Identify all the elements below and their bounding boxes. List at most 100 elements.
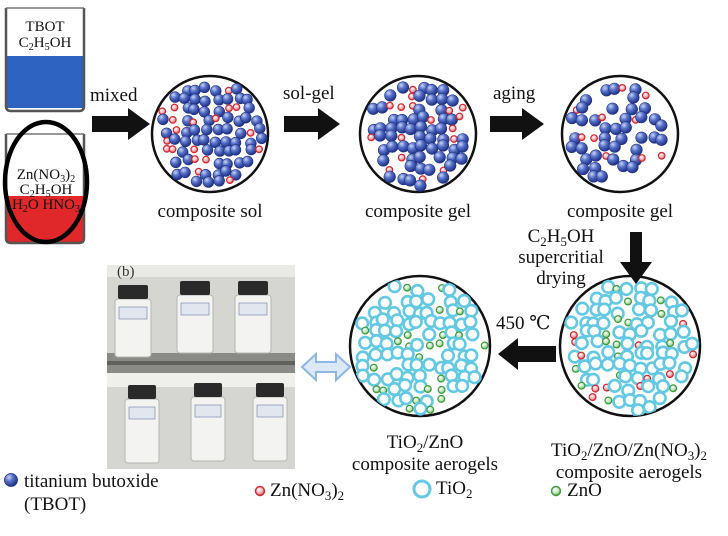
tio2-particle [674, 369, 689, 384]
zn-particle [641, 91, 650, 100]
tbot-particle [235, 127, 247, 140]
tbot-particle [396, 81, 410, 94]
tio2-particle [575, 301, 590, 316]
tio2-particle [663, 314, 679, 329]
highlight-ellipse [2, 119, 90, 245]
tio2-particle [620, 336, 635, 351]
zno-particle [403, 283, 412, 292]
tio2-particle [608, 290, 624, 305]
caption-final-aerogel: TiO2/ZnO composite aerogels [340, 432, 510, 476]
tio2-particle [409, 337, 425, 353]
legend-tio2-icon [412, 479, 432, 499]
tio2-particle [600, 357, 615, 372]
vial [190, 383, 226, 462]
tio2-particle [367, 372, 382, 387]
tbot-particle [201, 144, 214, 156]
zno-particle [426, 405, 435, 414]
vial [234, 281, 272, 354]
tio2-particle [413, 401, 428, 416]
caption-composite-gel-aged: composite gel [566, 201, 674, 222]
tbot-particle [199, 95, 211, 108]
tio2-particle [440, 348, 456, 363]
zn-particle [618, 83, 627, 92]
zno-particle [405, 404, 414, 413]
tbot-particle [188, 124, 201, 136]
tbot-particle [444, 159, 457, 172]
zn-particle [386, 101, 394, 110]
tbot-particle [374, 129, 387, 142]
aged-gel-particles [565, 82, 668, 183]
arrow-mixed [92, 108, 150, 140]
vial [252, 383, 288, 462]
tio2-particle [644, 281, 659, 297]
zn-particle [397, 133, 406, 142]
tio2-particle [463, 314, 478, 329]
zno-particle [437, 394, 446, 403]
zn-particle [158, 107, 167, 116]
tio2-particle [674, 303, 690, 318]
tio2-particle [574, 336, 589, 351]
tbot-particle [635, 131, 648, 144]
mixed-aerogel-formula: TiO2/ZnO/Zn(NO3)2 [551, 440, 707, 463]
tio2-particle [397, 378, 413, 393]
tbot-particle [414, 139, 428, 152]
zn-particle [665, 370, 674, 379]
tio2-particle [389, 324, 404, 339]
tio2-particle [452, 337, 467, 352]
tbot-particle [221, 123, 233, 135]
tio2-particle [639, 346, 655, 361]
tbot-particle [386, 140, 399, 153]
zn-particle [255, 145, 264, 154]
tbot-particle [178, 92, 191, 104]
zn-particle [427, 116, 435, 124]
vial [176, 281, 214, 354]
step-solgel-label: sol-gel [283, 83, 335, 104]
tbot-particle [404, 123, 417, 136]
tbot-particle [179, 135, 192, 148]
tio2-particle [358, 335, 373, 350]
caption-composite-gel: composite gel [364, 201, 472, 222]
tio2-particle [399, 391, 414, 406]
water-acid-text: H2O HNO3 [11, 197, 81, 216]
tio2-particle [634, 323, 649, 338]
tbot-particle [198, 81, 211, 94]
tio2-particle [652, 391, 667, 406]
tbot-particle [655, 133, 668, 146]
tio2-particle [564, 315, 579, 330]
tio2-particle [455, 378, 470, 394]
zno-particle [669, 384, 678, 393]
tbot-particle [404, 174, 417, 187]
drying-line2: supercritial [518, 247, 604, 268]
zn-particle [689, 350, 698, 359]
zn-particle [657, 151, 666, 160]
zno-particle [656, 296, 665, 305]
tio2-particle [442, 282, 457, 297]
tio2-particle [421, 292, 436, 307]
tbot-particle [404, 159, 417, 173]
zn-particle [172, 126, 181, 134]
zno-particle [480, 341, 489, 350]
mixed-aerogel-particles [564, 279, 700, 416]
tbot-particle [436, 139, 450, 152]
tbot-particle [413, 89, 426, 102]
tio2-particle [618, 369, 633, 384]
zno-particle [612, 340, 621, 349]
tbot-particle [433, 151, 446, 164]
tbot-particle [575, 101, 589, 114]
tio2-particle [590, 334, 605, 349]
tbot-particle [198, 134, 210, 146]
tbot-particle [425, 93, 438, 106]
zno-particle [601, 337, 610, 346]
zno-particle [435, 305, 444, 314]
zn-particle [168, 145, 177, 154]
zn-particle [577, 133, 586, 142]
tbot-particle [190, 175, 203, 188]
tbot-particle [619, 121, 632, 134]
tbot-particle [414, 179, 427, 192]
tbot-particle [220, 165, 232, 177]
tbot-particle [608, 82, 621, 95]
tio2-particle [457, 293, 472, 309]
drying-line3: drying [536, 268, 586, 289]
tbot-particle [254, 122, 266, 135]
